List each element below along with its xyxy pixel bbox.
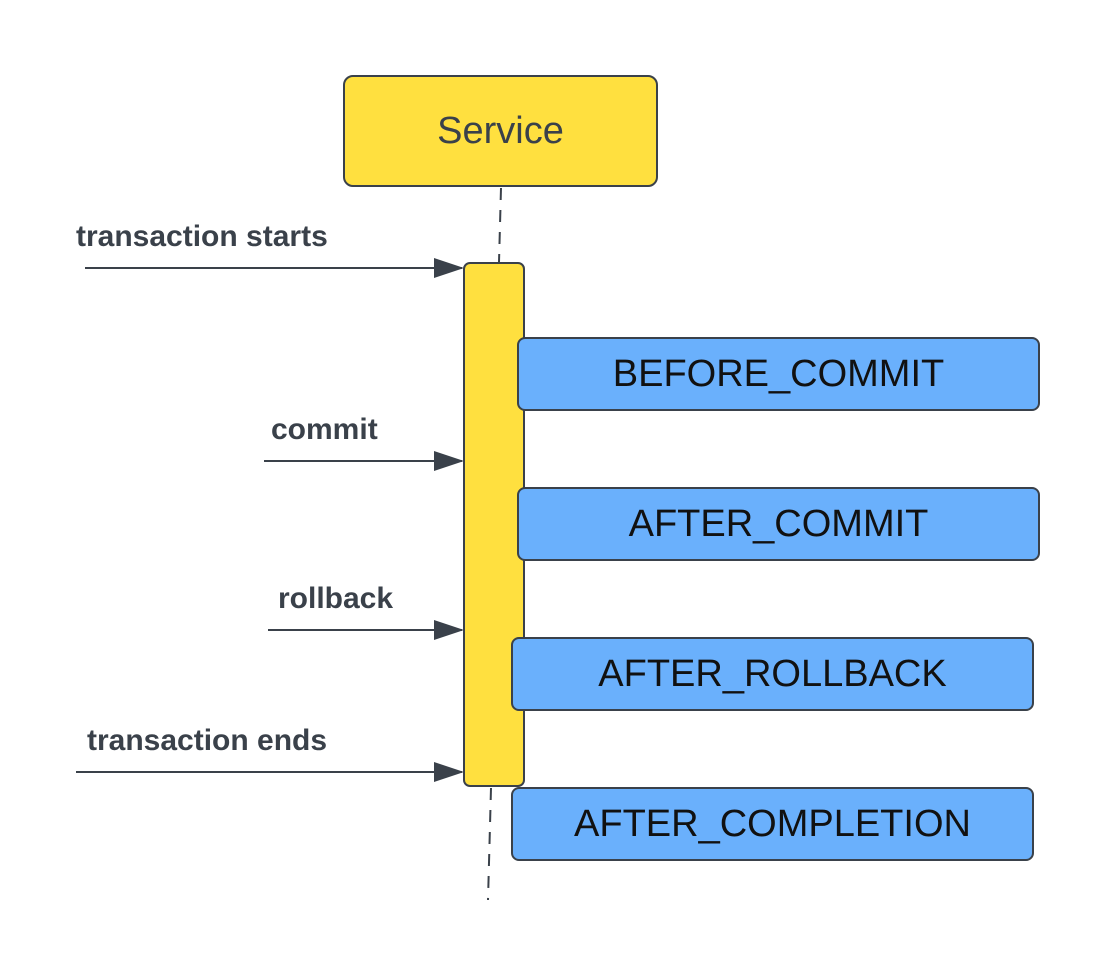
lifeline-upper bbox=[498, 187, 502, 263]
phase-label: AFTER_COMMIT bbox=[628, 502, 929, 545]
message-label-transaction-ends: transaction ends bbox=[87, 724, 328, 757]
phase-after-rollback: AFTER_ROLLBACK bbox=[511, 637, 1034, 711]
message-label-rollback: rollback bbox=[278, 582, 394, 615]
message-label-transaction-starts: transaction starts bbox=[76, 220, 328, 253]
lifeline-lower bbox=[487, 787, 492, 901]
phase-label: AFTER_ROLLBACK bbox=[598, 652, 947, 695]
phase-after-completion: AFTER_COMPLETION bbox=[511, 787, 1034, 861]
service-actor-label: Service bbox=[437, 109, 564, 152]
message-label-commit: commit bbox=[271, 413, 378, 446]
phase-after-commit: AFTER_COMMIT bbox=[517, 487, 1040, 561]
phase-label: AFTER_COMPLETION bbox=[574, 802, 971, 845]
phase-before-commit: BEFORE_COMMIT bbox=[517, 337, 1040, 411]
service-actor-box: Service bbox=[343, 75, 658, 187]
phase-label: BEFORE_COMMIT bbox=[612, 352, 945, 395]
activation-bar bbox=[463, 262, 525, 787]
